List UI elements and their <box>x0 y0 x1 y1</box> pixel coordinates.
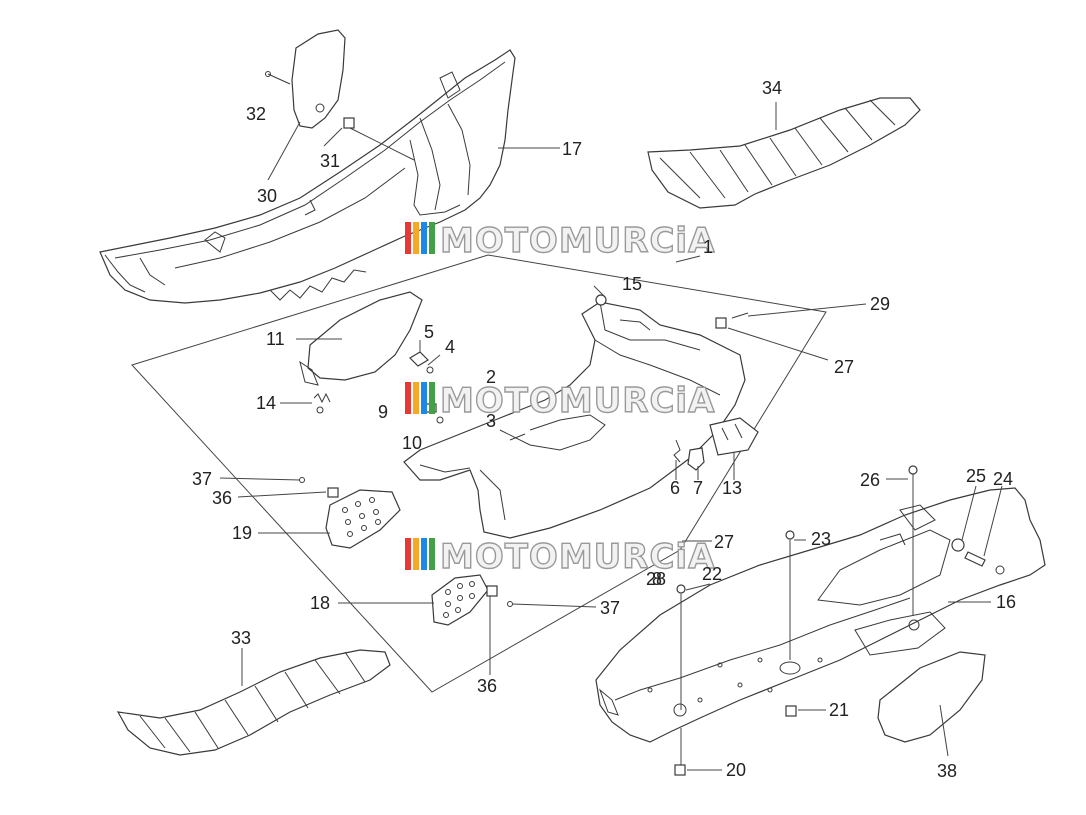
part-38-lens <box>877 651 986 743</box>
callout-34: 34 <box>762 78 782 98</box>
part-14-spring <box>313 392 331 414</box>
callout-36b: 36 <box>477 676 497 696</box>
part-16-side-panel <box>595 487 1046 743</box>
part-5-clip <box>409 351 429 367</box>
callout-16: 16 <box>996 592 1016 612</box>
svg-text:MOTOMURCiA: MOTOMURCiA <box>440 221 715 261</box>
callout-27a: 27 <box>834 357 854 377</box>
part-1-center-panel <box>403 301 746 539</box>
part-10-screw <box>436 416 444 424</box>
callout-24: 24 <box>993 469 1013 489</box>
watermark-bottom: MOTOMURCiA <box>405 536 715 578</box>
callout-3: 3 <box>486 411 496 431</box>
part-32-screw <box>265 71 291 85</box>
callout-4: 4 <box>445 337 455 357</box>
leader-lines <box>219 102 1003 771</box>
callout-10: 10 <box>402 433 422 453</box>
callout-9: 9 <box>378 402 388 422</box>
part-30-deflector <box>291 29 346 129</box>
svg-text:MOTOMURCiA: MOTOMURCiA <box>440 537 715 577</box>
callout-22: 22 <box>702 564 722 584</box>
callout-37b: 37 <box>600 598 620 618</box>
callout-20: 20 <box>726 760 746 780</box>
callout-30: 30 <box>257 186 277 206</box>
part-18-footplate <box>431 574 489 626</box>
part-23-screw <box>785 530 795 660</box>
callout-5: 5 <box>424 322 434 342</box>
callout-29: 29 <box>870 294 890 314</box>
watermark-top: MOTOMURCiA <box>405 220 715 262</box>
part-36-clip-upper <box>327 487 339 498</box>
callout-36a: 36 <box>212 488 232 508</box>
callout-labels: 1 2 3 4 5 6 7 8 9 10 11 13 14 15 16 17 1… <box>192 78 1016 781</box>
svg-text:MOTOMURCiA: MOTOMURCiA <box>440 381 715 421</box>
callout-13: 13 <box>722 478 742 498</box>
callout-33: 33 <box>231 628 251 648</box>
callout-7: 7 <box>693 478 703 498</box>
part-37-screw-lower <box>507 601 513 607</box>
callout-28: 28 <box>646 569 666 589</box>
part-19-footplate <box>325 489 401 549</box>
callout-23: 23 <box>811 529 831 549</box>
part-20-nut <box>674 728 686 776</box>
callout-14: 14 <box>256 393 276 413</box>
part-36-clip-lower <box>486 585 498 597</box>
callout-19: 19 <box>232 523 252 543</box>
callout-31: 31 <box>320 151 340 171</box>
part-3-screw <box>509 433 526 441</box>
part-29-screw <box>731 312 749 319</box>
part-24-bolt <box>964 551 986 567</box>
part-17-front-shield <box>99 49 516 304</box>
callout-21: 21 <box>829 700 849 720</box>
part-21-nut <box>785 705 797 717</box>
callout-1: 1 <box>703 237 713 257</box>
callout-6: 6 <box>670 478 680 498</box>
part-6-spring <box>673 439 681 463</box>
part-15-nut <box>595 294 607 306</box>
callout-11: 11 <box>266 329 285 349</box>
callout-2: 2 <box>486 367 496 387</box>
part-7-hook <box>687 447 705 471</box>
part-13-bracket <box>709 417 759 456</box>
callout-26: 26 <box>860 470 880 490</box>
part-4-screw <box>426 366 434 374</box>
callout-15: 15 <box>622 274 642 294</box>
part-31-clip <box>343 117 355 129</box>
part-22-screw <box>676 584 686 710</box>
part-34-footmat-right <box>647 97 921 209</box>
part-25-washer <box>951 538 965 552</box>
callout-27b: 27 <box>714 532 734 552</box>
callout-37a: 37 <box>192 469 212 489</box>
callout-32: 32 <box>246 104 266 124</box>
callout-17: 17 <box>562 139 582 159</box>
part-27-clip-upper <box>715 317 727 329</box>
callout-8: 8 <box>652 569 662 589</box>
part-11-flap <box>299 291 423 386</box>
part-37-screw-upper <box>299 477 305 483</box>
part-33-footmat-left <box>116 649 391 756</box>
callout-18: 18 <box>310 593 330 613</box>
watermark-middle: MOTOMURCiA <box>405 380 715 422</box>
part-26-screw <box>908 465 918 615</box>
callout-38: 38 <box>937 761 957 781</box>
callout-25: 25 <box>966 466 986 486</box>
